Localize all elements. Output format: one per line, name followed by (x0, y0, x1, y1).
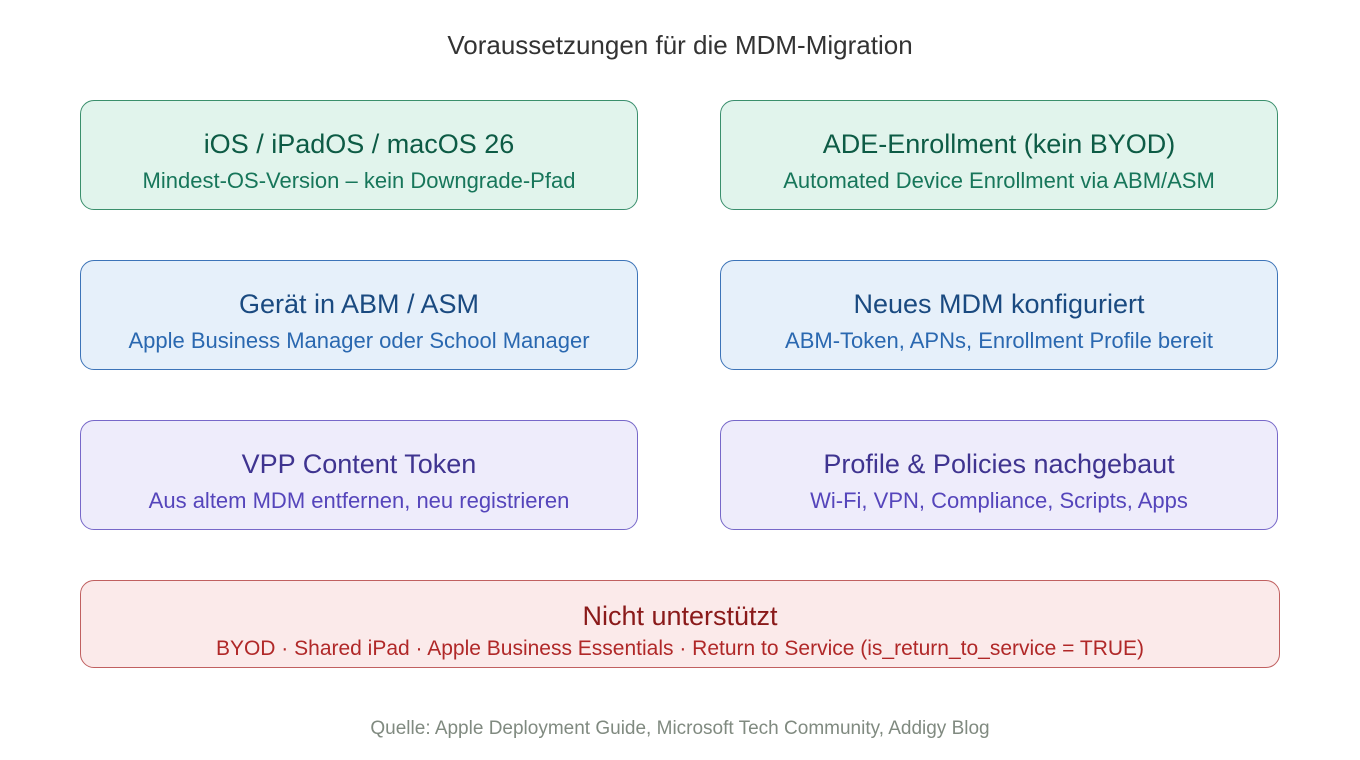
card-title: Neues MDM konfiguriert (853, 289, 1145, 319)
source-footer: Quelle: Apple Deployment Guide, Microsof… (370, 718, 990, 739)
card-subtitle: Aus altem MDM entfernen, neu registriere… (148, 488, 570, 513)
card-subtitle: Automated Device Enrollment via ABM/ASM (783, 168, 1215, 193)
card-profiles-policies: Profile & Policies nachgebaut Wi-Fi, VPN… (720, 420, 1278, 530)
card-os-version: iOS / iPadOS / macOS 26 Mindest-OS-Versi… (80, 100, 638, 210)
card-new-mdm: Neues MDM konfiguriert ABM-Token, APNs, … (720, 260, 1278, 370)
card-title: iOS / iPadOS / macOS 26 (203, 129, 515, 159)
card-title: Gerät in ABM / ASM (238, 289, 480, 319)
diagram-title: Voraussetzungen für die MDM-Migration (447, 30, 913, 60)
card-title: ADE-Enrollment (kein BYOD) (822, 129, 1176, 159)
card-unsupported: Nicht unterstützt BYOD · Shared iPad · A… (80, 580, 1280, 668)
card-subtitle: Wi-Fi, VPN, Compliance, Scripts, Apps (810, 488, 1188, 513)
card-abm-asm: Gerät in ABM / ASM Apple Business Manage… (80, 260, 638, 370)
card-title: Nicht unterstützt (582, 601, 778, 631)
card-vpp-token: VPP Content Token Aus altem MDM entferne… (80, 420, 638, 530)
card-subtitle: BYOD · Shared iPad · Apple Business Esse… (215, 637, 1145, 660)
card-subtitle: ABM-Token, APNs, Enrollment Profile bere… (785, 328, 1213, 353)
card-subtitle: Mindest-OS-Version – kein Downgrade-Pfad (142, 168, 576, 193)
card-title: VPP Content Token (241, 449, 477, 479)
card-subtitle: Apple Business Manager oder School Manag… (128, 328, 590, 353)
card-title: Profile & Policies nachgebaut (823, 449, 1175, 479)
card-ade-enrollment: ADE-Enrollment (kein BYOD) Automated Dev… (720, 100, 1278, 210)
